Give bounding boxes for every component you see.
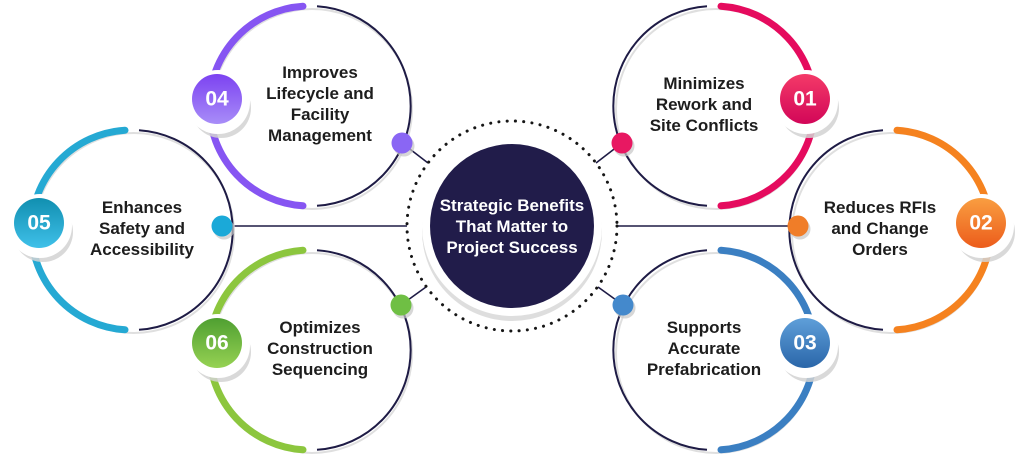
- connector-dot-05: [211, 215, 235, 240]
- node-01-label: Minimizes Rework and Site Conflicts: [649, 73, 759, 135]
- badge-05: 05: [8, 194, 73, 262]
- node-06-label: Optimizes Construction Sequencing: [267, 317, 373, 379]
- badge-04: 04: [186, 70, 251, 138]
- badge-05-number: 05: [27, 212, 51, 235]
- badge-02-number: 02: [969, 212, 992, 235]
- connector-dot-01: [611, 132, 635, 157]
- badge-03: 03: [774, 314, 839, 382]
- badge-01-number: 01: [793, 88, 817, 111]
- badge-06-number: 06: [205, 332, 228, 355]
- badge-06: 06: [186, 314, 251, 382]
- connector-dot-06: [390, 294, 414, 319]
- connector-dot-04: [391, 132, 415, 157]
- node-05-label: Enhances Safety and Accessibility: [90, 197, 194, 259]
- center-disc: [430, 144, 594, 308]
- node-04-label: Improves Lifecycle and Facility Manageme…: [266, 63, 374, 145]
- badge-03-number: 03: [793, 332, 816, 355]
- badge-01: 01: [774, 70, 839, 138]
- center-hub: [405, 119, 619, 333]
- connector-dot-03: [612, 294, 636, 319]
- center-dotted-ring: [405, 119, 619, 333]
- badge-02: 02: [950, 194, 1015, 262]
- connector-dot-02: [787, 215, 811, 240]
- center-title: Strategic Benefits That Matter to Projec…: [439, 195, 585, 257]
- badge-04-number: 04: [205, 88, 229, 111]
- node-03-label: Supports Accurate Prefabrication: [646, 317, 762, 379]
- node-02-label: Reduces RFIs and Change Orders: [823, 197, 937, 259]
